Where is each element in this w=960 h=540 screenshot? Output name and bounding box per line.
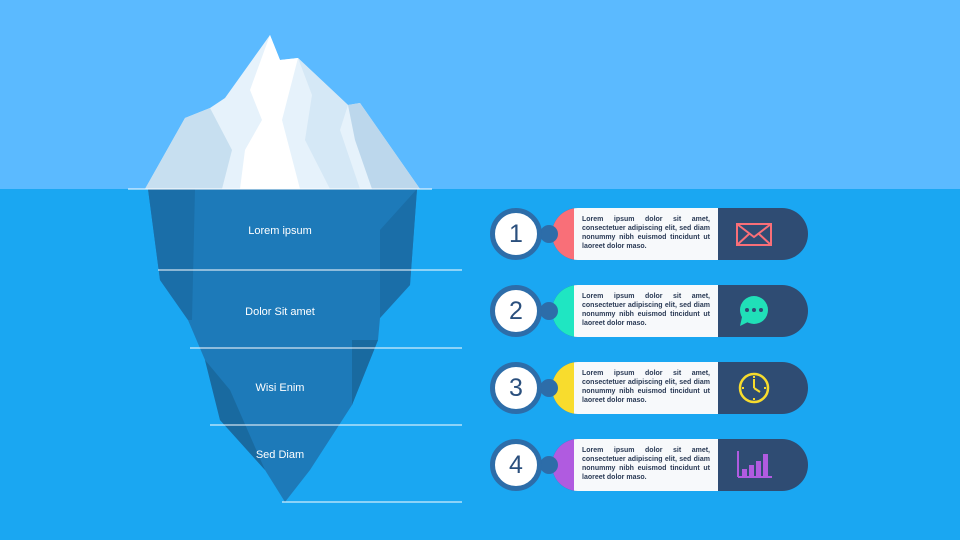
chat-bubble-icon	[740, 296, 768, 326]
iceberg-underwater-facet	[352, 340, 378, 405]
item-text: Lorem ipsum dolor sit amet, consectetuer…	[582, 293, 710, 327]
item-card: Lorem ipsum dolor sit amet, consectetuer…	[574, 362, 718, 414]
list-item-4: Lorem ipsum dolor sit amet, consectetuer…	[490, 439, 808, 491]
item-pill: Lorem ipsum dolor sit amet, consectetuer…	[552, 208, 808, 260]
item-text: Lorem ipsum dolor sit amet, consectetuer…	[582, 447, 710, 481]
layer-label-3: Wisi Enim	[255, 382, 305, 394]
item-accent	[552, 285, 574, 337]
bar-chart-icon	[737, 451, 772, 478]
iceberg-underwater-facet	[205, 360, 265, 470]
item-connector	[540, 302, 558, 320]
iceberg-tip-shade	[240, 35, 300, 189]
item-pill: Lorem ipsum dolor sit amet, consectetuer…	[552, 285, 808, 337]
item-number-badge: 2	[490, 285, 542, 337]
item-number-badge: 4	[490, 439, 542, 491]
item-connector	[540, 379, 558, 397]
iceberg-tip-shade	[348, 103, 420, 189]
iceberg-underwater	[148, 189, 417, 502]
item-accent	[552, 362, 574, 414]
item-card: Lorem ipsum dolor sit amet, consectetuer…	[574, 208, 718, 260]
item-number-badge: 1	[490, 208, 542, 260]
item-pill: Lorem ipsum dolor sit amet, consectetuer…	[552, 439, 808, 491]
item-connector	[540, 456, 558, 474]
iceberg-underwater-facet	[148, 189, 195, 320]
list-item-2: Lorem ipsum dolor sit amet, consectetuer…	[490, 285, 808, 337]
sky-background	[0, 0, 960, 189]
layer-label-2: Dolor Sit amet	[245, 306, 315, 318]
item-pill: Lorem ipsum dolor sit amet, consectetuer…	[552, 362, 808, 414]
item-card: Lorem ipsum dolor sit amet, consectetuer…	[574, 285, 718, 337]
layer-label-4: Sed Diam	[255, 449, 305, 461]
item-text: Lorem ipsum dolor sit amet, consectetuer…	[582, 216, 710, 250]
item-accent	[552, 439, 574, 491]
list-item-1: Lorem ipsum dolor sit amet, consectetuer…	[490, 208, 808, 260]
iceberg-underwater-facet	[380, 189, 417, 318]
clock-icon	[738, 372, 770, 404]
list-item-3: Lorem ipsum dolor sit amet, consectetuer…	[490, 362, 808, 414]
item-number-badge: 3	[490, 362, 542, 414]
envelope-icon	[736, 223, 772, 246]
iceberg-tip-shade	[298, 58, 360, 189]
item-accent	[552, 208, 574, 260]
layer-label-1: Lorem ipsum	[248, 225, 312, 237]
item-card: Lorem ipsum dolor sit amet, consectetuer…	[574, 439, 718, 491]
iceberg-tip-shade	[145, 108, 232, 189]
item-connector	[540, 225, 558, 243]
item-text: Lorem ipsum dolor sit amet, consectetuer…	[582, 370, 710, 404]
